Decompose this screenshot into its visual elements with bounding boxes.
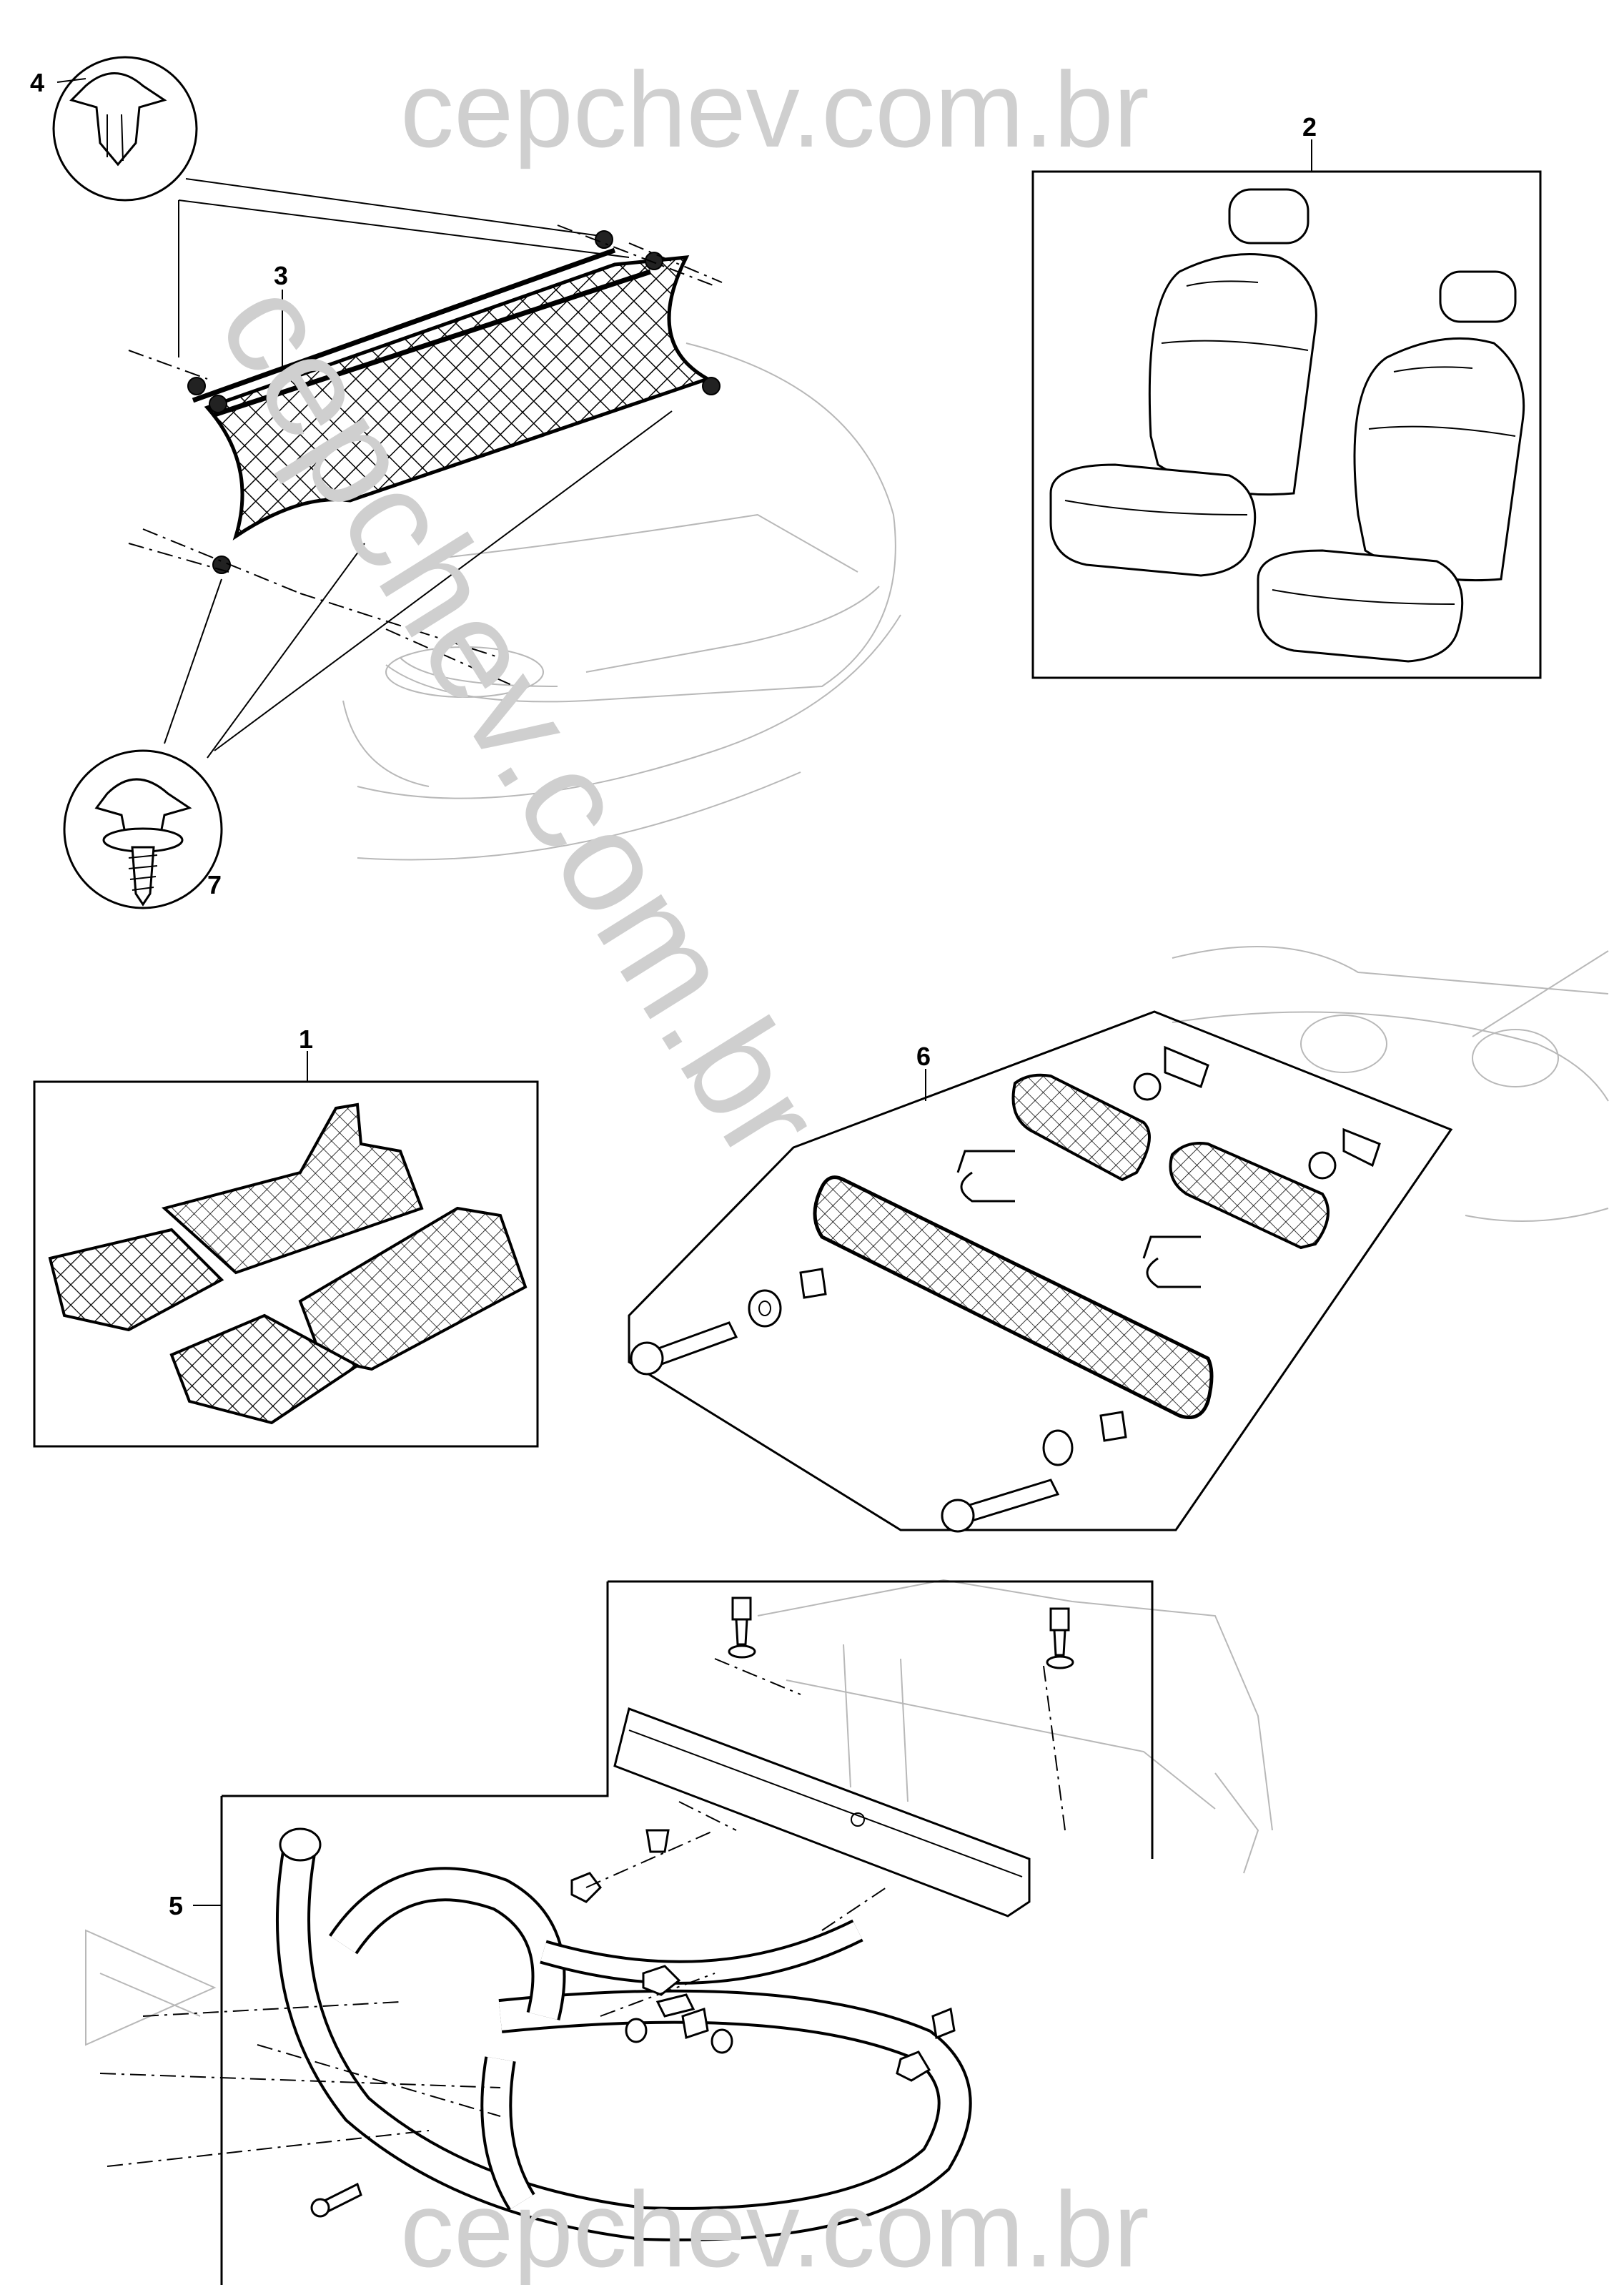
- bullbar-alignment-lines: [99, 1658, 1066, 2167]
- grille-main: [813, 1175, 1214, 1419]
- leader-lines-4: [178, 178, 630, 357]
- floor-mat-front-left: [161, 1102, 424, 1275]
- grille-insert-left: [1011, 1073, 1151, 1182]
- cargo-net: [187, 230, 721, 574]
- callout-3: 3: [274, 261, 288, 290]
- callout-2: 2: [1302, 112, 1317, 142]
- watermark-bottom: cepchev.com.br: [400, 2169, 1149, 2285]
- seat-cover-right: [1257, 270, 1525, 663]
- clip-detail-7: [63, 749, 223, 909]
- seat-covers-box: [1031, 170, 1542, 679]
- grille-box: [628, 1010, 1453, 1531]
- floor-mats-box: [33, 1080, 539, 1448]
- callout-5: 5: [169, 1891, 183, 1920]
- bullbar-ghost-frame: [85, 1579, 1273, 2046]
- callout-1: 1: [299, 1025, 313, 1054]
- floor-mat-rear-right: [169, 1313, 360, 1425]
- clip-detail-4: [52, 56, 198, 202]
- bullbar-tube: [276, 1827, 972, 2241]
- bullbar-box: [220, 1580, 1154, 2285]
- bullbar-crossmember: [613, 1707, 1031, 1918]
- watermark-top: cepchev.com.br: [400, 49, 1149, 169]
- grille-insert-right: [1169, 1142, 1330, 1250]
- leader-lines-7: [164, 410, 673, 759]
- trunk-ghost-outline: [342, 342, 901, 861]
- callout-6: 6: [916, 1042, 931, 1071]
- net-alignment-lines: [128, 224, 723, 687]
- grille-ghost-car: [1172, 946, 1609, 1222]
- callout-4: 4: [30, 68, 44, 97]
- bullbar-hardware: [310, 1596, 1074, 2218]
- callout-7: 7: [207, 870, 222, 899]
- seat-cover-left: [1049, 188, 1317, 577]
- grille-hardware: [630, 1045, 1381, 1533]
- floor-mat-rear-left: [48, 1228, 224, 1332]
